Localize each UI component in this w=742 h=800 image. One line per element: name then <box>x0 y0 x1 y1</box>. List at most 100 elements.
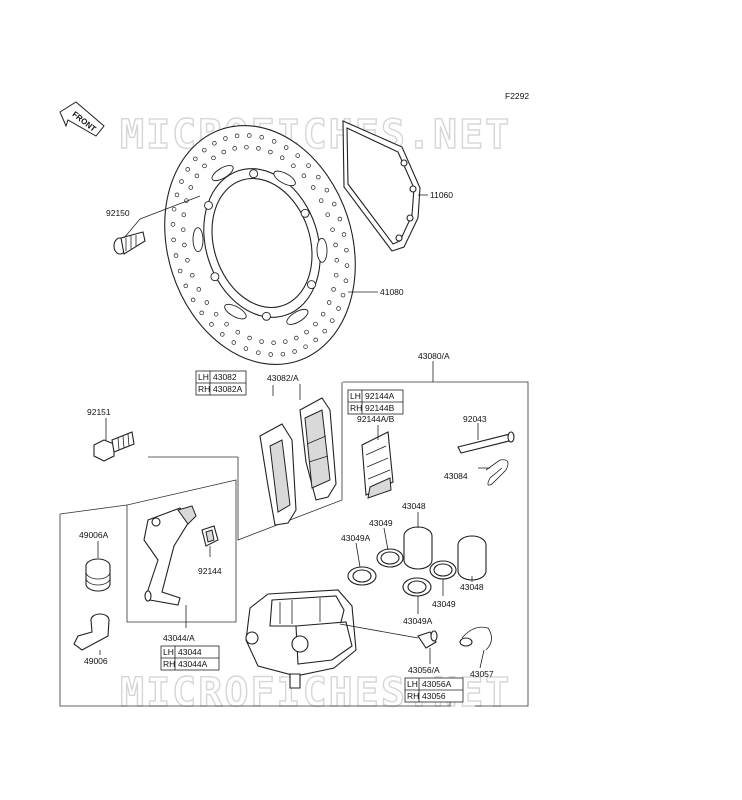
disc-hole <box>330 318 335 323</box>
disc-slot <box>192 227 204 253</box>
bracket-box <box>126 479 237 623</box>
disc-hole <box>234 133 240 139</box>
label-49006A: 49006A <box>79 530 109 540</box>
disc-hole <box>337 216 343 222</box>
seal-43049A-upper <box>347 566 377 586</box>
disc-hole <box>231 340 237 345</box>
disc-hole <box>224 321 229 327</box>
label-43080A: 43080/A <box>418 351 450 361</box>
disc-hole <box>292 349 297 354</box>
disc-hole <box>268 149 273 155</box>
disc-hole <box>283 339 288 344</box>
label-92150: 92150 <box>106 208 130 218</box>
table-bracket-rh-part: 43044A <box>178 659 208 669</box>
disc-hole <box>171 206 177 212</box>
pad-shim <box>361 431 394 499</box>
disc-hole <box>171 237 176 243</box>
disc-hole <box>247 335 252 341</box>
disc-hole <box>326 300 332 305</box>
table-bleed: LH 43056A RH 43056 <box>404 677 464 703</box>
disc-hole <box>322 328 327 334</box>
disc-hole <box>340 292 346 298</box>
label-43084: 43084 <box>444 471 468 481</box>
label-43048-upper: 43048 <box>402 501 426 511</box>
disc-hole <box>259 135 264 140</box>
disc-hole <box>211 155 216 161</box>
caliper-bracket <box>143 505 197 606</box>
disc-hole <box>333 272 339 278</box>
label-43056A: 43056/A <box>408 665 440 675</box>
disc-hole <box>180 227 186 232</box>
table-bracket-rh-side: RH <box>163 659 175 669</box>
caliper-bolt <box>93 431 135 462</box>
table-shims-lh-side: LH <box>350 391 361 401</box>
disc-hole <box>244 144 249 150</box>
disc-hole <box>320 311 326 317</box>
table-shims-rh-side: RH <box>350 403 362 413</box>
disc-hole <box>170 222 176 227</box>
disc-hole <box>344 247 349 253</box>
pad-kit-box <box>343 381 529 707</box>
disc-hole <box>316 174 321 180</box>
disc-hole <box>221 149 226 155</box>
table-pads-rh-part: 43082A <box>213 384 243 394</box>
label-92144AB: 92144A/B <box>357 414 395 424</box>
pad-pin <box>457 431 515 454</box>
disc-hole <box>318 198 324 203</box>
seal-43049-upper <box>376 548 404 568</box>
disc-hole <box>294 335 299 341</box>
disc-hole <box>341 232 347 237</box>
disc-hole <box>283 145 289 150</box>
seal-43049A-lower <box>402 577 432 597</box>
disc-gasket <box>342 120 421 252</box>
bleeder-cap <box>459 626 492 651</box>
disc-hole <box>213 311 219 317</box>
disc-hole <box>199 310 204 316</box>
disc-hole <box>304 329 309 335</box>
label-43049A-upper: 43049A <box>341 533 371 543</box>
disc-hole <box>334 258 340 263</box>
disc-hole <box>181 212 187 218</box>
label-11060: 11060 <box>430 190 453 200</box>
disc-hole <box>271 139 277 144</box>
watermark-top: MICROFICHES.NET <box>120 112 511 158</box>
table-shims-lh-part: 92144A <box>365 391 395 401</box>
disc-hole <box>301 173 307 179</box>
table-shims-rh-part: 92144B <box>365 403 395 413</box>
disc-hole <box>235 329 241 335</box>
disc-hole <box>232 146 237 151</box>
disc-hole <box>209 322 214 327</box>
disc-hole <box>223 136 228 141</box>
disc-hole <box>247 133 252 138</box>
disc-hole <box>306 163 311 168</box>
disc-slot <box>211 165 234 182</box>
label-43049-upper: 43049 <box>369 518 393 528</box>
disc-hole <box>324 187 330 193</box>
disc-hole <box>194 173 200 179</box>
disc-hole <box>279 155 285 161</box>
disc-hole <box>212 141 217 146</box>
table-bleed-rh-part: 43056 <box>422 691 446 701</box>
disc-bolt-hole <box>261 311 271 321</box>
disc-bolt-hole <box>204 200 213 210</box>
disc-hole <box>193 156 198 162</box>
disc-hole <box>182 242 187 248</box>
disc-hole <box>325 212 330 217</box>
disc-hole <box>202 147 207 153</box>
disc-hole <box>291 163 296 169</box>
disc-hole <box>313 337 318 343</box>
disc-slot <box>224 303 247 320</box>
disc-hole <box>333 242 338 248</box>
disc-hole <box>343 278 349 284</box>
disc-hole <box>259 339 264 344</box>
table-pads-rh-side: RH <box>198 384 210 394</box>
seal-43049-lower <box>429 560 457 580</box>
label-43049-lower: 43049 <box>432 599 456 609</box>
disc-hole <box>243 346 249 351</box>
disc-slot <box>316 237 328 263</box>
disc-hole <box>295 153 300 158</box>
disc-hole <box>331 287 336 292</box>
disc-hole <box>188 185 194 190</box>
caliper-body <box>245 589 357 689</box>
